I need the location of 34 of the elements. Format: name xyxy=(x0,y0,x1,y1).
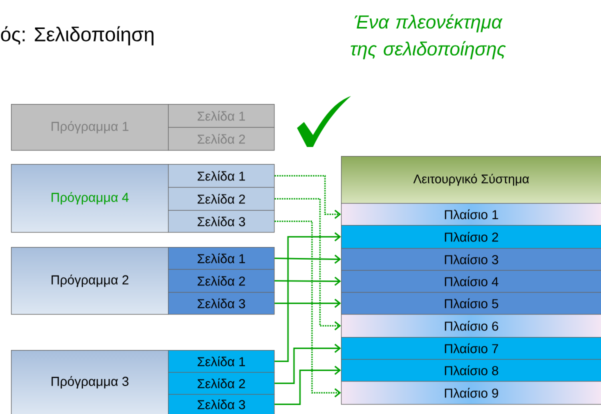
page-cell: Σελίδα 1 xyxy=(168,104,275,128)
frame-row: Πλαίσιο 5 xyxy=(341,292,601,315)
arrow xyxy=(274,366,341,405)
arrow xyxy=(274,276,341,286)
frame-row: Πλαίσιο 3 xyxy=(341,248,601,271)
page-cell: Σελίδα 2 xyxy=(168,269,275,293)
frame-row: Πλαίσιο 7 xyxy=(341,337,601,360)
arrow xyxy=(274,220,341,398)
arrow xyxy=(274,344,341,384)
arrow xyxy=(274,254,341,264)
program-box: Πρόγραμμα 2 xyxy=(11,247,169,315)
frame-row: Πλαίσιο 4 xyxy=(341,270,601,293)
page-cell: Σελίδα 2 xyxy=(168,127,275,151)
page-cell: Σελίδα 3 xyxy=(168,210,275,233)
page-cell: Σελίδα 1 xyxy=(168,164,275,188)
page-cell: Σελίδα 3 xyxy=(168,394,275,414)
program-box: Πρόγραμμα 3 xyxy=(11,350,169,414)
program-box: Πρόγραμμα 4 xyxy=(11,164,169,233)
arrow xyxy=(274,198,341,330)
page-cell: Σελίδα 2 xyxy=(168,187,275,211)
arrow xyxy=(274,175,341,219)
arrow xyxy=(274,232,341,362)
frame-row: Πλαίσιο 6 xyxy=(341,314,601,338)
page-cell: Σελίδα 3 xyxy=(168,292,275,315)
page-cell: Σελίδα 1 xyxy=(168,350,275,373)
arrow xyxy=(274,298,341,308)
note: Ένα πλεονέκτημα της σελιδοποίησης xyxy=(350,14,506,60)
frame-row: Πλαίσιο 1 xyxy=(341,203,601,226)
page-cell: Σελίδα 1 xyxy=(168,247,275,270)
frame-row: Πλαίσιο 9 xyxy=(341,381,601,405)
frame-row: Πλαίσιο 2 xyxy=(341,225,601,249)
frame-row: Πλαίσιο 8 xyxy=(341,359,601,382)
page-cell: Σελίδα 2 xyxy=(168,372,275,395)
heading: ός: Σελιδοποίηση xyxy=(1,26,154,46)
